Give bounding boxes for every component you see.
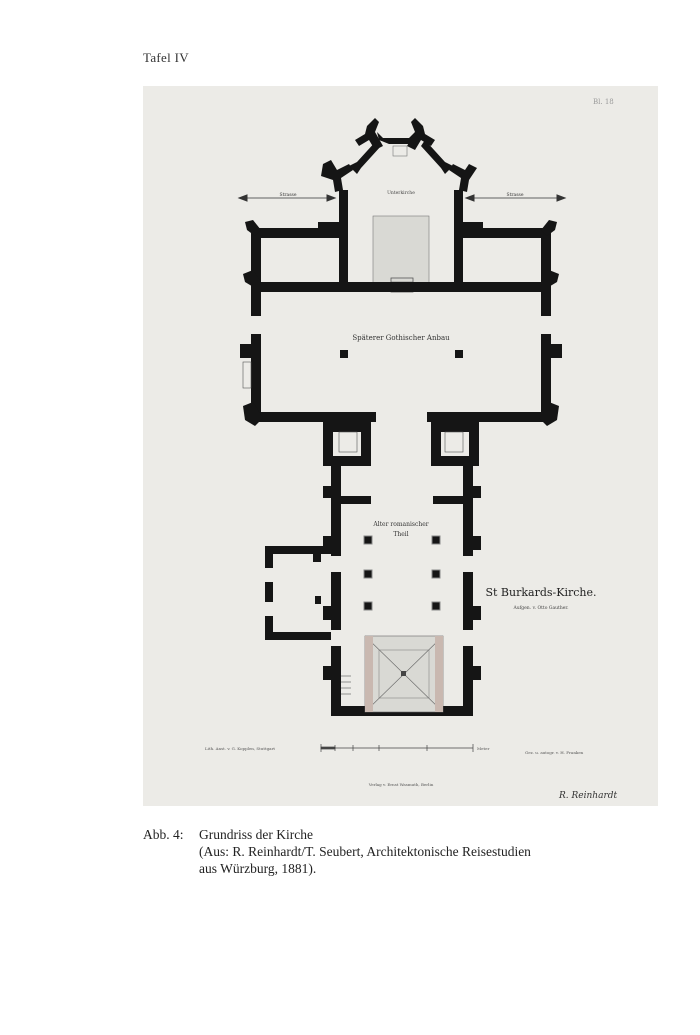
floor-plan-drawing: Bl. 18 [205, 98, 618, 801]
gothic-transept [240, 282, 562, 426]
caption-line: Grundriss der Kirche [199, 827, 313, 842]
publisher-credit: Verlag v. Ernst Wasmuth, Berlin [368, 782, 434, 787]
west-stair [341, 675, 351, 695]
tower-stairs [338, 431, 464, 453]
artist-signature: R. Reinhardt [558, 791, 618, 801]
gothic-addition-label: Späterer Gothischer Anbau [352, 334, 450, 342]
scale-unit-label: Meter [477, 746, 489, 751]
plate-number: Bl. 18 [593, 98, 614, 106]
street-label-right: Strasse [506, 192, 523, 198]
drawing-credit: Gez. u. autogr. v. H. Franken [525, 750, 584, 755]
street-marker-left: Strasse [237, 192, 337, 202]
plate-label: Tafel IV [143, 50, 189, 65]
caption-line: (Aus: R. Reinhardt/T. Seubert, Architekt… [199, 844, 531, 859]
church-title: St Burkards-Kirche. [485, 586, 596, 599]
apse-buttress [407, 118, 435, 150]
tower-bases [323, 422, 479, 466]
scale-bar [320, 744, 474, 752]
nave-pillars [363, 535, 441, 611]
romanesque-label-line2: Theil [393, 531, 408, 538]
street-marker-right: Strasse [464, 192, 567, 202]
crypt-area: Unterkirche [372, 145, 430, 293]
caption-label: Abb. 4: [143, 827, 184, 842]
nave-windows [331, 556, 473, 646]
romanesque-label-line1: Alter romanischer [372, 521, 428, 528]
apse-buttress [321, 160, 353, 192]
transept-piers [340, 350, 463, 358]
lithography-credit: Lith. Anst. v. G. Kopplen, Stuttgart [205, 746, 275, 751]
church-subtitle: Aufgen. v. Otto Gauther. [512, 605, 569, 611]
caption-text: Grundriss der Kirche (Aus: R. Reinhardt/… [199, 826, 599, 877]
caption-line: aus Würzburg, 1881). [199, 861, 317, 876]
side-chapel [265, 546, 331, 640]
apse-buttress [449, 164, 477, 192]
transept-windows [242, 316, 551, 389]
street-label-left: Strasse [279, 192, 296, 198]
crypt-label: Unterkirche [387, 190, 415, 196]
west-vault [364, 635, 444, 713]
apse [321, 118, 477, 286]
side-chapel-windows [265, 568, 273, 616]
floor-plan-plate: Bl. 18 [143, 86, 658, 806]
